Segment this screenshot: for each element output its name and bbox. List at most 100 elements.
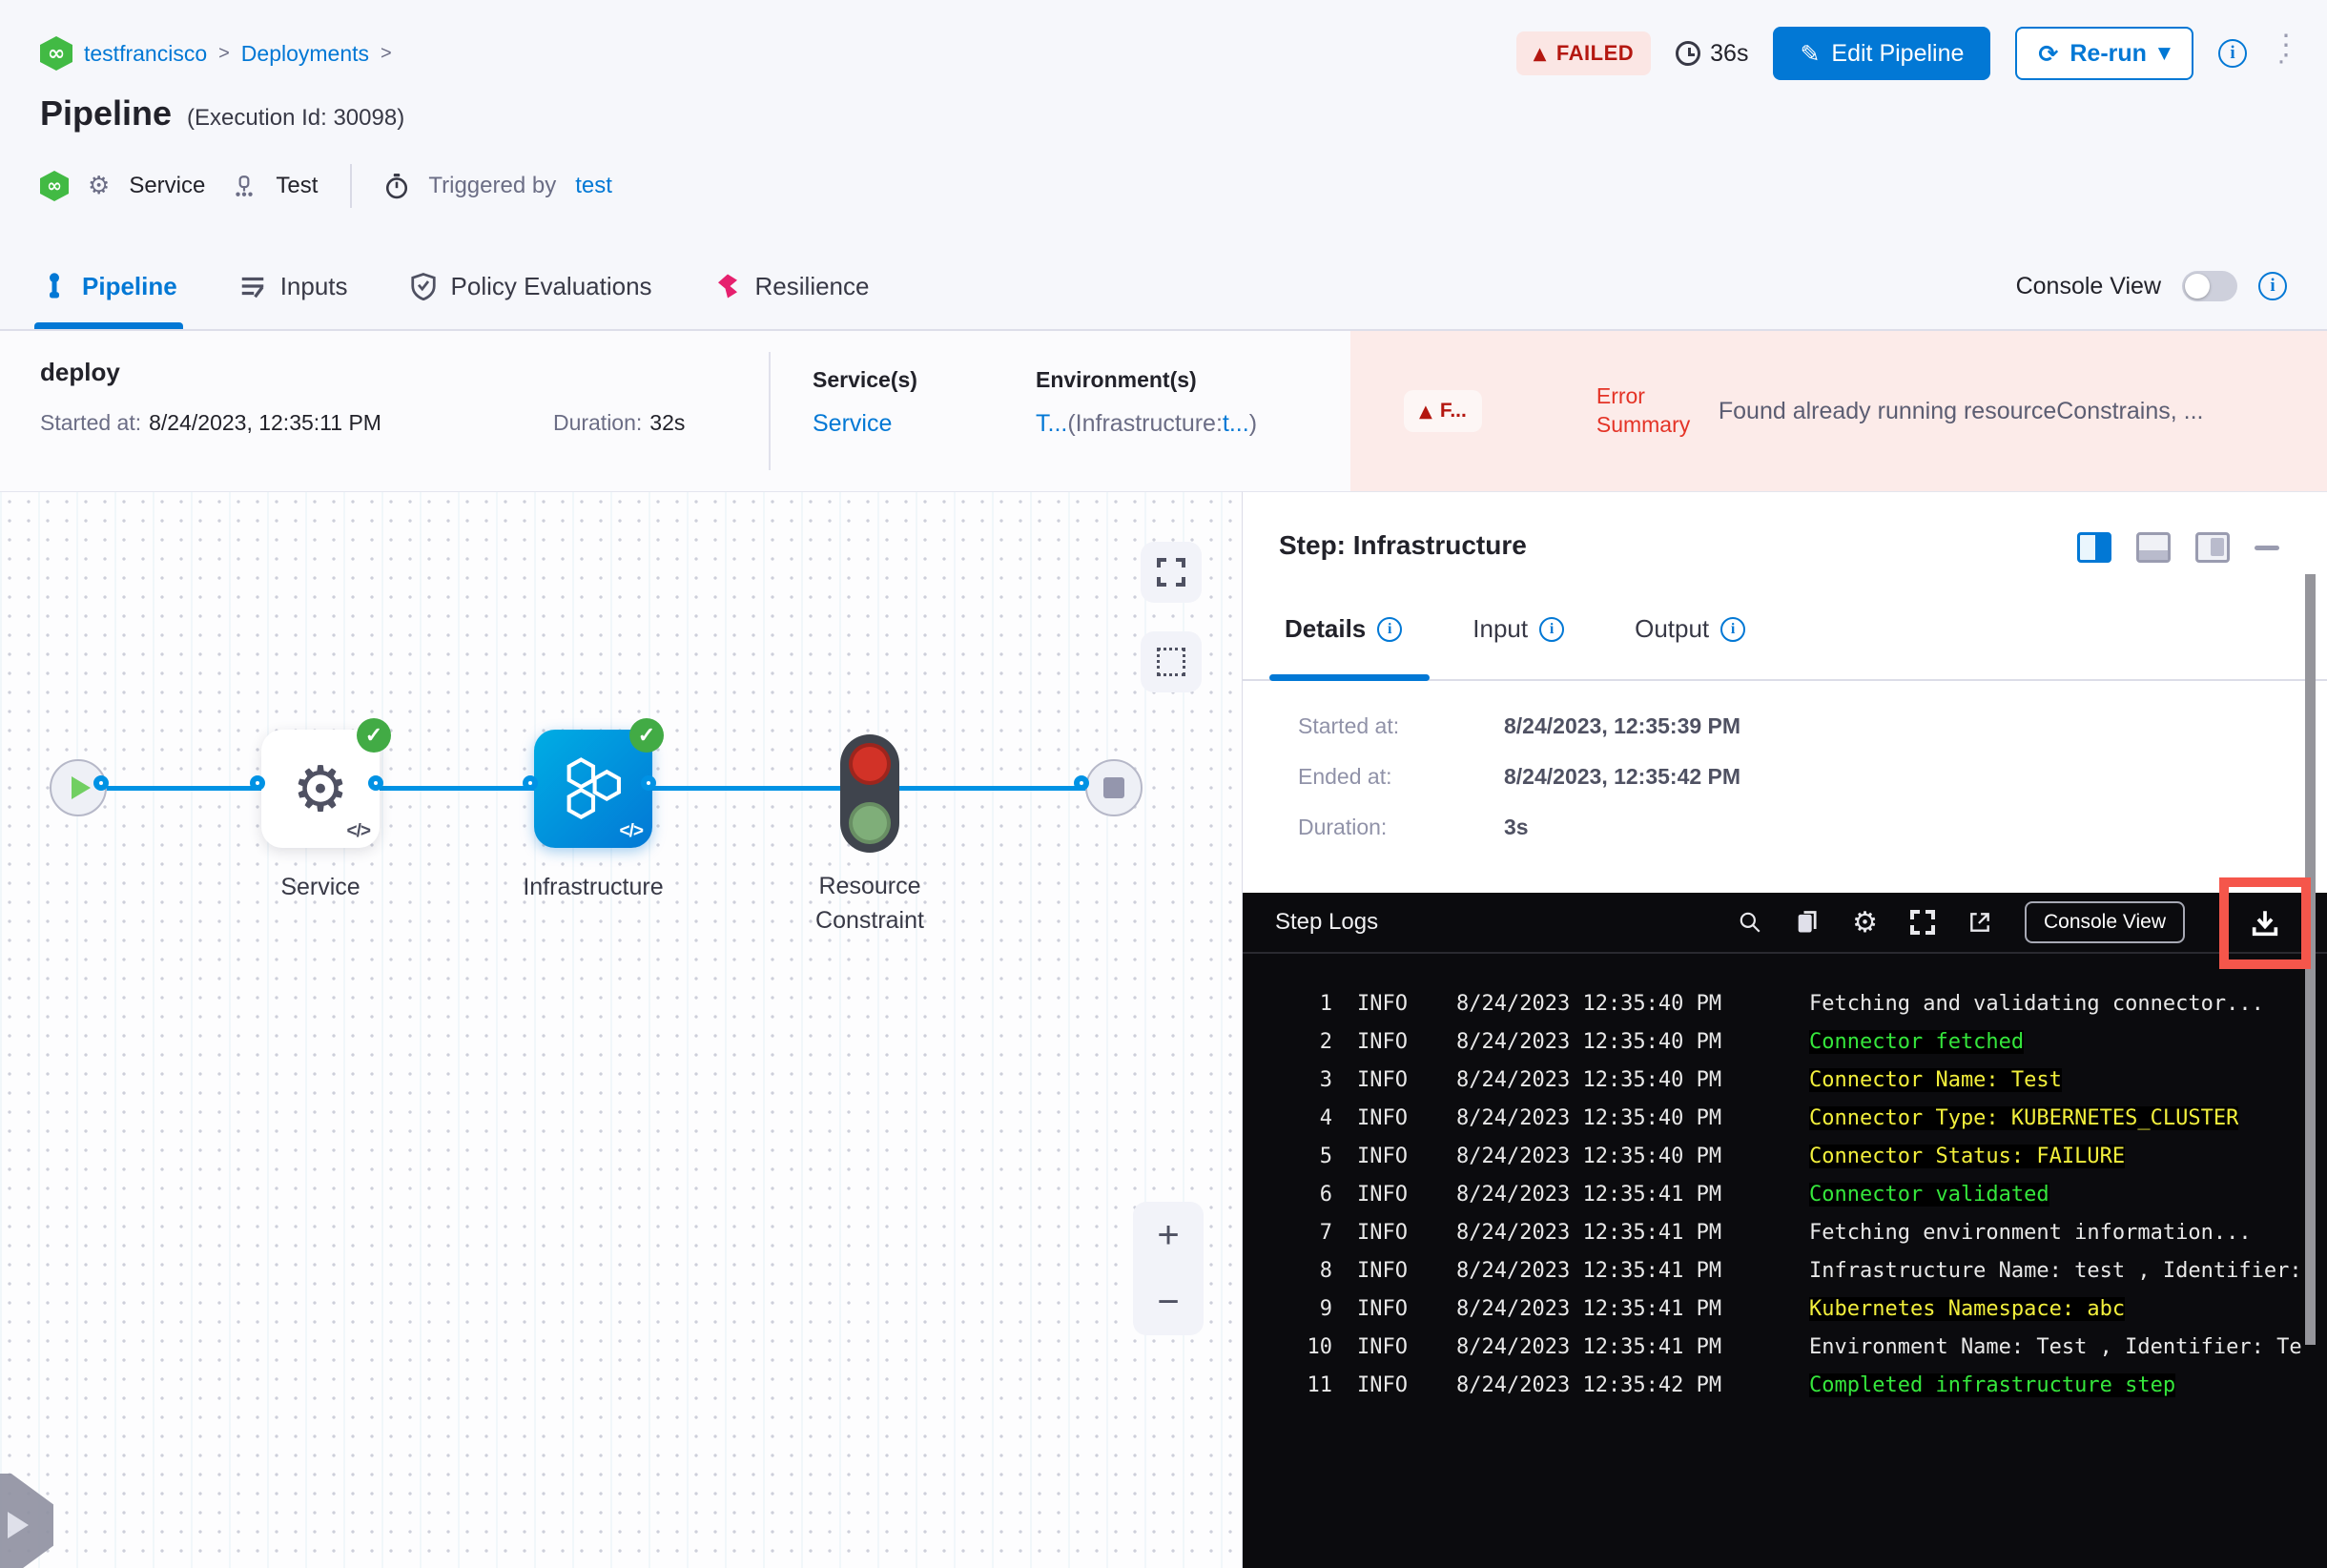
search-icon[interactable] (1738, 910, 1762, 935)
step-logs-title: Step Logs (1275, 909, 1379, 935)
tab-output[interactable]: Output i (1635, 614, 1746, 644)
log-row: 1 INFO 8/24/2023 12:35:40 PM Fetching an… (1243, 984, 2327, 1022)
detail-row: Started at: 8/24/2023, 12:35:39 PM (1298, 713, 1740, 739)
divider (769, 352, 771, 470)
started-at-value: 8/24/2023, 12:35:11 PM (149, 410, 381, 435)
layout-bottom-icon[interactable] (2136, 532, 2171, 563)
more-options-menu[interactable]: ⋮· (2272, 29, 2300, 76)
log-line-number: 10 (1307, 1334, 1333, 1359)
hexagons-icon (566, 757, 621, 820)
pipeline-graph-canvas[interactable]: ⚙ ✓ </> ✓ </> (0, 491, 1242, 1568)
detail-value: 8/24/2023, 12:35:39 PM (1504, 713, 1741, 738)
fullscreen-icon[interactable] (1909, 910, 1935, 935)
minimize-icon[interactable] (2255, 545, 2279, 550)
tab-label: Inputs (279, 271, 348, 300)
settings-gear-icon[interactable]: ⚙ (1852, 905, 1878, 939)
status-badge: ▲ FAILED (1515, 31, 1652, 75)
tab-label: Details (1285, 614, 1367, 643)
log-row: 10 INFO 8/24/2023 12:35:41 PM Environmen… (1243, 1328, 2327, 1366)
detail-label: Ended at: (1298, 764, 1392, 789)
refresh-icon: ⟳ (2038, 39, 2059, 68)
start-node[interactable] (50, 759, 107, 816)
tab-policy-evaluations[interactable]: Policy Evaluations (409, 243, 652, 329)
log-message: Connector Status: FAILURE (1809, 1144, 2126, 1168)
edge-connector (368, 775, 383, 791)
info-icon[interactable]: i (2258, 272, 2287, 300)
detail-row: Duration: 3s (1298, 815, 1740, 840)
stage-summary-left: deploy Started at: 8/24/2023, 12:35:11 P… (0, 331, 769, 491)
environment-suffix: ) (1248, 410, 1258, 437)
end-node[interactable] (1085, 759, 1143, 816)
tab-inputs[interactable]: Inputs (238, 243, 348, 329)
log-message: Completed infrastructure step (1809, 1372, 2176, 1397)
zoom-out-button[interactable]: − (1157, 1281, 1180, 1323)
duration-value: 32s (649, 410, 686, 435)
log-level: INFO (1357, 1067, 1408, 1092)
console-view-toggle[interactable] (2182, 271, 2237, 301)
environment-name[interactable]: Test (276, 173, 319, 198)
step-logs-panel: Step Logs ⚙ (1243, 877, 2327, 1568)
arrow-right-icon (8, 1512, 29, 1538)
edit-pipeline-button[interactable]: ✎ Edit Pipeline (1773, 27, 1991, 80)
tab-resilience[interactable]: Resilience (713, 243, 869, 329)
green-light (849, 802, 891, 844)
open-in-new-icon[interactable] (1967, 910, 1992, 935)
tab-label: Pipeline (82, 271, 177, 300)
info-icon[interactable]: i (1720, 616, 1746, 642)
service-name[interactable]: Service (129, 173, 206, 198)
node-resource-constraint[interactable] (840, 734, 899, 853)
fullscreen-canvas-button[interactable] (1141, 542, 1202, 603)
log-message: Infrastructure Name: test , Identifier: (1809, 1258, 2302, 1283)
selection-tool-button[interactable] (1141, 631, 1202, 692)
breadcrumb-deployments-link[interactable]: Deployments (240, 40, 370, 66)
step-logs-header: Step Logs ⚙ (1243, 893, 2327, 954)
breadcrumb-project-link[interactable]: testfrancisco (84, 40, 208, 66)
header-actions: ▲ FAILED 36s ✎ Edit Pipeline ⟳ Re-run ▼ … (1515, 27, 2300, 80)
edge-connector (1074, 775, 1089, 791)
node-service[interactable]: ⚙ ✓ </> (261, 718, 391, 848)
triggered-by-user-link[interactable]: test (575, 173, 612, 198)
console-view-control: Console View i (2016, 243, 2287, 329)
info-icon[interactable]: i (1539, 616, 1565, 642)
copy-icon[interactable] (1795, 909, 1820, 936)
log-row: 9 INFO 8/24/2023 12:35:41 PM Kubernetes … (1243, 1289, 2327, 1328)
infrastructure-link[interactable]: t... (1222, 410, 1249, 437)
edge-connector (523, 775, 538, 791)
console-view-button[interactable]: Console View (2024, 901, 2185, 943)
success-check-icon: ✓ (629, 718, 664, 753)
started-at-label: Started at: (40, 410, 142, 435)
zoom-in-button[interactable]: + (1157, 1214, 1180, 1256)
detail-value: 3s (1504, 815, 1529, 839)
log-message: Connector Type: KUBERNETES_CLUSTER (1809, 1105, 2239, 1130)
rerun-button[interactable]: ⟳ Re-run ▼ (2015, 27, 2193, 80)
tab-input[interactable]: Input i (1472, 614, 1565, 644)
detail-label: Duration: (1298, 815, 1388, 839)
node-infrastructure[interactable]: ✓ </> (534, 718, 664, 848)
pipeline-meta-row: ∞ ⚙ Service Test Triggered by test (40, 164, 612, 208)
shield-check-icon (410, 273, 436, 300)
info-icon[interactable]: i (2218, 39, 2247, 68)
log-line-number: 4 (1319, 1105, 1332, 1130)
environment-link[interactable]: T... (1036, 410, 1068, 437)
layout-right-icon[interactable] (2077, 532, 2111, 563)
stopwatch-icon (386, 174, 408, 199)
log-line-number: 11 (1307, 1372, 1333, 1397)
tab-details[interactable]: Details i (1285, 614, 1403, 644)
triggered-by-label: Triggered by (428, 173, 557, 198)
log-line-number: 8 (1319, 1258, 1332, 1283)
tab-pipeline[interactable]: Pipeline (34, 243, 183, 329)
main-content: ⚙ ✓ </> ✓ </> (0, 491, 2327, 1568)
error-chip-label: F... (1439, 400, 1467, 422)
page-title-row: Pipeline (Execution Id: 30098) (40, 93, 404, 134)
environments-header: Environment(s) (1036, 367, 1197, 392)
log-level: INFO (1357, 1372, 1408, 1397)
log-level: INFO (1357, 1105, 1408, 1130)
layout-floating-icon[interactable] (2195, 532, 2230, 563)
log-message: Fetching and validating connector... (1809, 991, 2264, 1016)
download-logs-button[interactable] (2249, 907, 2281, 939)
warning-icon: ▲ (1533, 43, 1547, 64)
service-link[interactable]: Service (813, 410, 893, 437)
console-view-label: Console View (2015, 272, 2161, 299)
info-icon[interactable]: i (1377, 616, 1403, 642)
